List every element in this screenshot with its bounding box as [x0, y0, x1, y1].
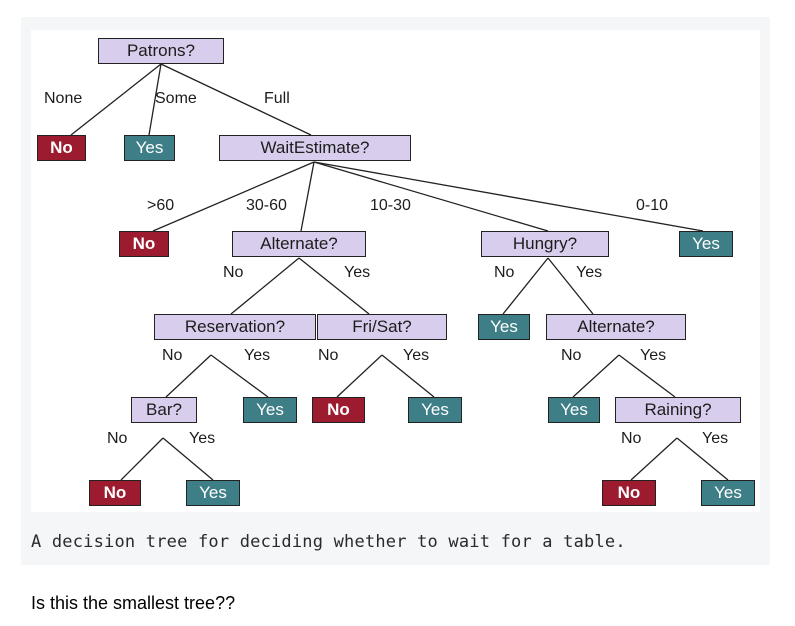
edge-reservation-no: [165, 354, 212, 398]
edge-reservation-yes: [210, 354, 269, 398]
leaf-frisat-yes-yes: Yes: [408, 397, 462, 423]
edge-label-wait-30-60: 30-60: [246, 197, 287, 214]
edge-label-raining-yes: Yes: [702, 430, 729, 447]
edge-label-frisat-yes: Yes: [403, 347, 430, 364]
node-raining: Raining?: [615, 397, 741, 423]
edge-alternate1-yes: [298, 257, 370, 315]
leaf-alternate2-no-yes: Yes: [548, 397, 600, 423]
edge-label-frisat-no: No: [318, 347, 339, 364]
edge-hungry-yes: [547, 257, 594, 315]
edge-label-patrons-full: Full: [264, 90, 290, 107]
edge-label-alternate1-no: No: [223, 264, 244, 281]
tree-edges: [70, 63, 729, 481]
leaf-frisat-no-no: No: [312, 397, 365, 423]
edge-patrons-some: [148, 63, 162, 136]
edge-alternate1-no: [230, 257, 300, 315]
node-wait-estimate: WaitEstimate?: [219, 135, 411, 161]
leaf-wait-gt60-no: No: [119, 231, 169, 257]
node-bar: Bar?: [131, 397, 197, 423]
edge-patrons-full: [160, 63, 312, 136]
edge-hungry-no: [502, 257, 549, 315]
edge-alternate2-no: [572, 354, 620, 398]
leaf-raining-yes-yes: Yes: [701, 480, 755, 506]
edge-wait-gt60: [152, 161, 315, 232]
edge-label-bar-yes: Yes: [189, 430, 216, 447]
edge-label-reservation-no: No: [162, 347, 183, 364]
edge-label-bar-no: No: [107, 430, 128, 447]
decision-tree: Patrons? No Yes WaitEstimate? No Alterna…: [31, 30, 760, 512]
edge-label-hungry-yes: Yes: [576, 264, 603, 281]
edge-label-raining-no: No: [621, 430, 642, 447]
edge-label-wait-10-30: 10-30: [370, 197, 411, 214]
leaf-bar-yes-yes: Yes: [186, 480, 240, 506]
leaf-reservation-yes-yes: Yes: [243, 397, 297, 423]
edge-wait-0-10: [313, 161, 704, 232]
edge-raining-yes: [676, 437, 729, 481]
leaf-hungry-no-yes: Yes: [478, 314, 530, 340]
node-fri-sat: Fri/Sat?: [317, 314, 447, 340]
node-alternate-2: Alternate?: [546, 314, 686, 340]
edge-label-wait-gt60: >60: [147, 197, 175, 214]
figure-caption: A decision tree for deciding whether to …: [31, 532, 626, 552]
node-reservation: Reservation?: [154, 314, 316, 340]
edge-alternate2-yes: [618, 354, 676, 398]
edge-label-alternate2-no: No: [561, 347, 582, 364]
edge-label-patrons-none: None: [44, 90, 83, 107]
leaf-raining-no-no: No: [602, 480, 656, 506]
leaf-bar-no-no: No: [89, 480, 141, 506]
edge-label-alternate1-yes: Yes: [344, 264, 371, 281]
edge-frisat-no: [336, 354, 383, 398]
edge-label-wait-0-10: 0-10: [636, 197, 669, 214]
question-text: Is this the smallest tree??: [31, 593, 236, 613]
figure-panel: Patrons? No Yes WaitEstimate? No Alterna…: [21, 17, 770, 565]
edge-bar-yes: [162, 437, 214, 481]
node-hungry: Hungry?: [481, 231, 609, 257]
edge-wait-10-30: [313, 161, 549, 232]
edge-wait-30-60: [300, 161, 315, 232]
node-alternate-1: Alternate?: [232, 231, 366, 257]
edge-patrons-none: [70, 63, 162, 136]
edge-raining-no: [630, 437, 678, 481]
edge-label-hungry-no: No: [494, 264, 515, 281]
leaf-patrons-none-no: No: [37, 135, 86, 161]
node-patrons: Patrons?: [98, 38, 224, 64]
edge-label-alternate2-yes: Yes: [640, 347, 667, 364]
edge-label-reservation-yes: Yes: [244, 347, 271, 364]
leaf-patrons-some-yes: Yes: [124, 135, 175, 161]
edge-bar-no: [120, 437, 164, 481]
edge-frisat-yes: [381, 354, 435, 398]
edge-label-patrons-some: Some: [155, 90, 197, 107]
leaf-wait-0-10-yes: Yes: [679, 231, 733, 257]
